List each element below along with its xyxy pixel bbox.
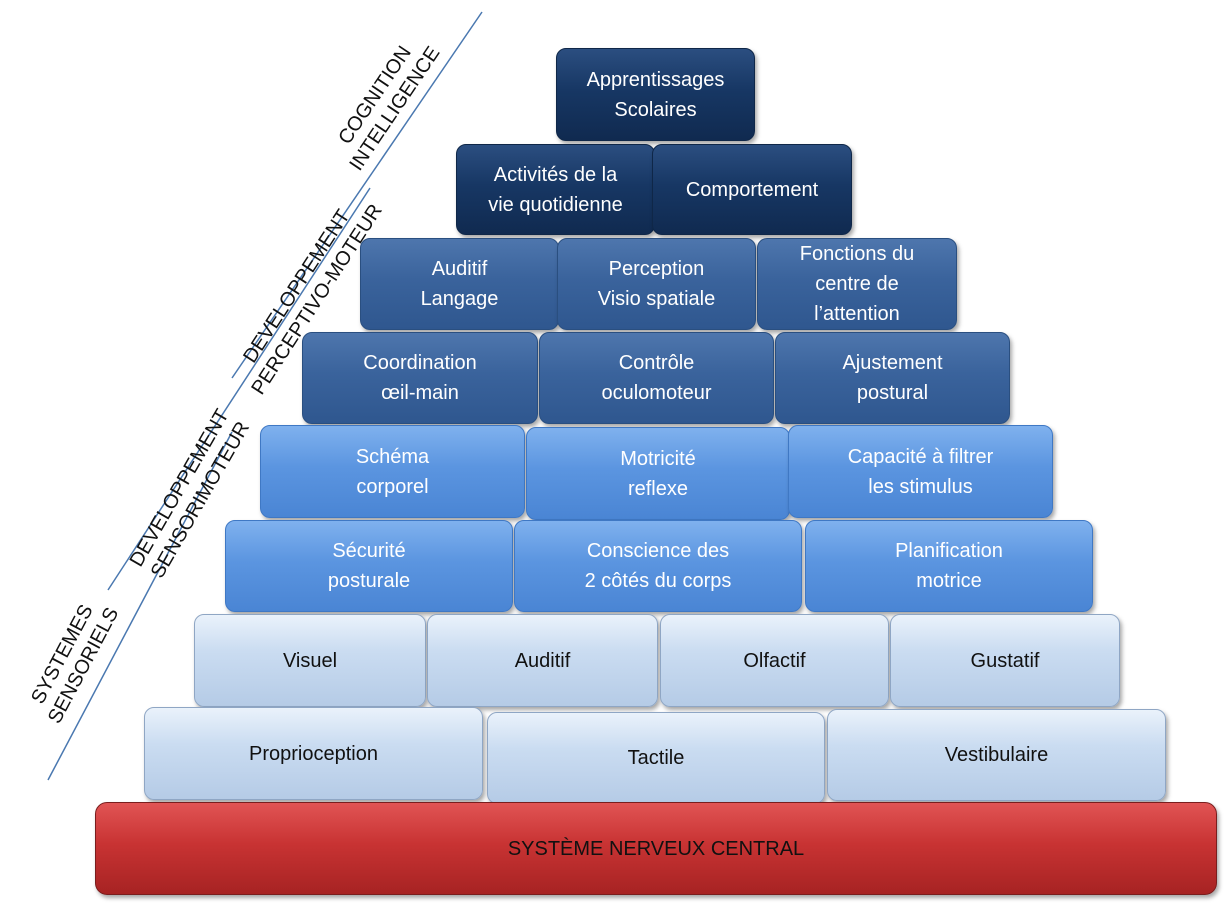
block-vestibulaire: Vestibulaire	[827, 709, 1166, 801]
block-gustatif: Gustatif	[890, 614, 1120, 707]
block-planification-motrice: Planification motrice	[805, 520, 1093, 612]
divider-line-cognition	[231, 11, 483, 379]
block-systeme-nerveux-central: SYSTÈME NERVEUX CENTRAL	[95, 802, 1217, 895]
block-coordination-oeil-main: Coordination œil-main	[302, 332, 538, 424]
block-schema-corporel: Schéma corporel	[260, 425, 525, 518]
block-apprentissages-scolaires: Apprentissages Scolaires	[556, 48, 755, 141]
block-capacite-filtrer-stimulus: Capacité à filtrer les stimulus	[788, 425, 1053, 518]
block-motricite-reflexe: Motricité reflexe	[526, 427, 790, 520]
block-tactile: Tactile	[487, 712, 825, 804]
block-auditif: Auditif	[427, 614, 658, 707]
block-olfactif: Olfactif	[660, 614, 889, 707]
block-perception-visio-spatiale: Perception Visio spatiale	[557, 238, 756, 330]
block-proprioception: Proprioception	[144, 707, 483, 800]
block-ajustement-postural: Ajustement postural	[775, 332, 1010, 424]
block-conscience-2-cotes-corps: Conscience des 2 côtés du corps	[514, 520, 802, 612]
block-fonctions-centre-attention: Fonctions du centre de l’attention	[757, 238, 957, 330]
block-activites-vie-quotidienne: Activités de la vie quotidienne	[456, 144, 655, 235]
block-controle-oculomoteur: Contrôle oculomoteur	[539, 332, 774, 424]
block-auditif-langage: Auditif Langage	[360, 238, 559, 330]
block-securite-posturale: Sécurité posturale	[225, 520, 513, 612]
block-visuel: Visuel	[194, 614, 426, 707]
divider-line-perceptivo	[107, 187, 371, 591]
divider-line-sensorimoteur	[47, 431, 233, 781]
block-comportement: Comportement	[652, 144, 852, 235]
